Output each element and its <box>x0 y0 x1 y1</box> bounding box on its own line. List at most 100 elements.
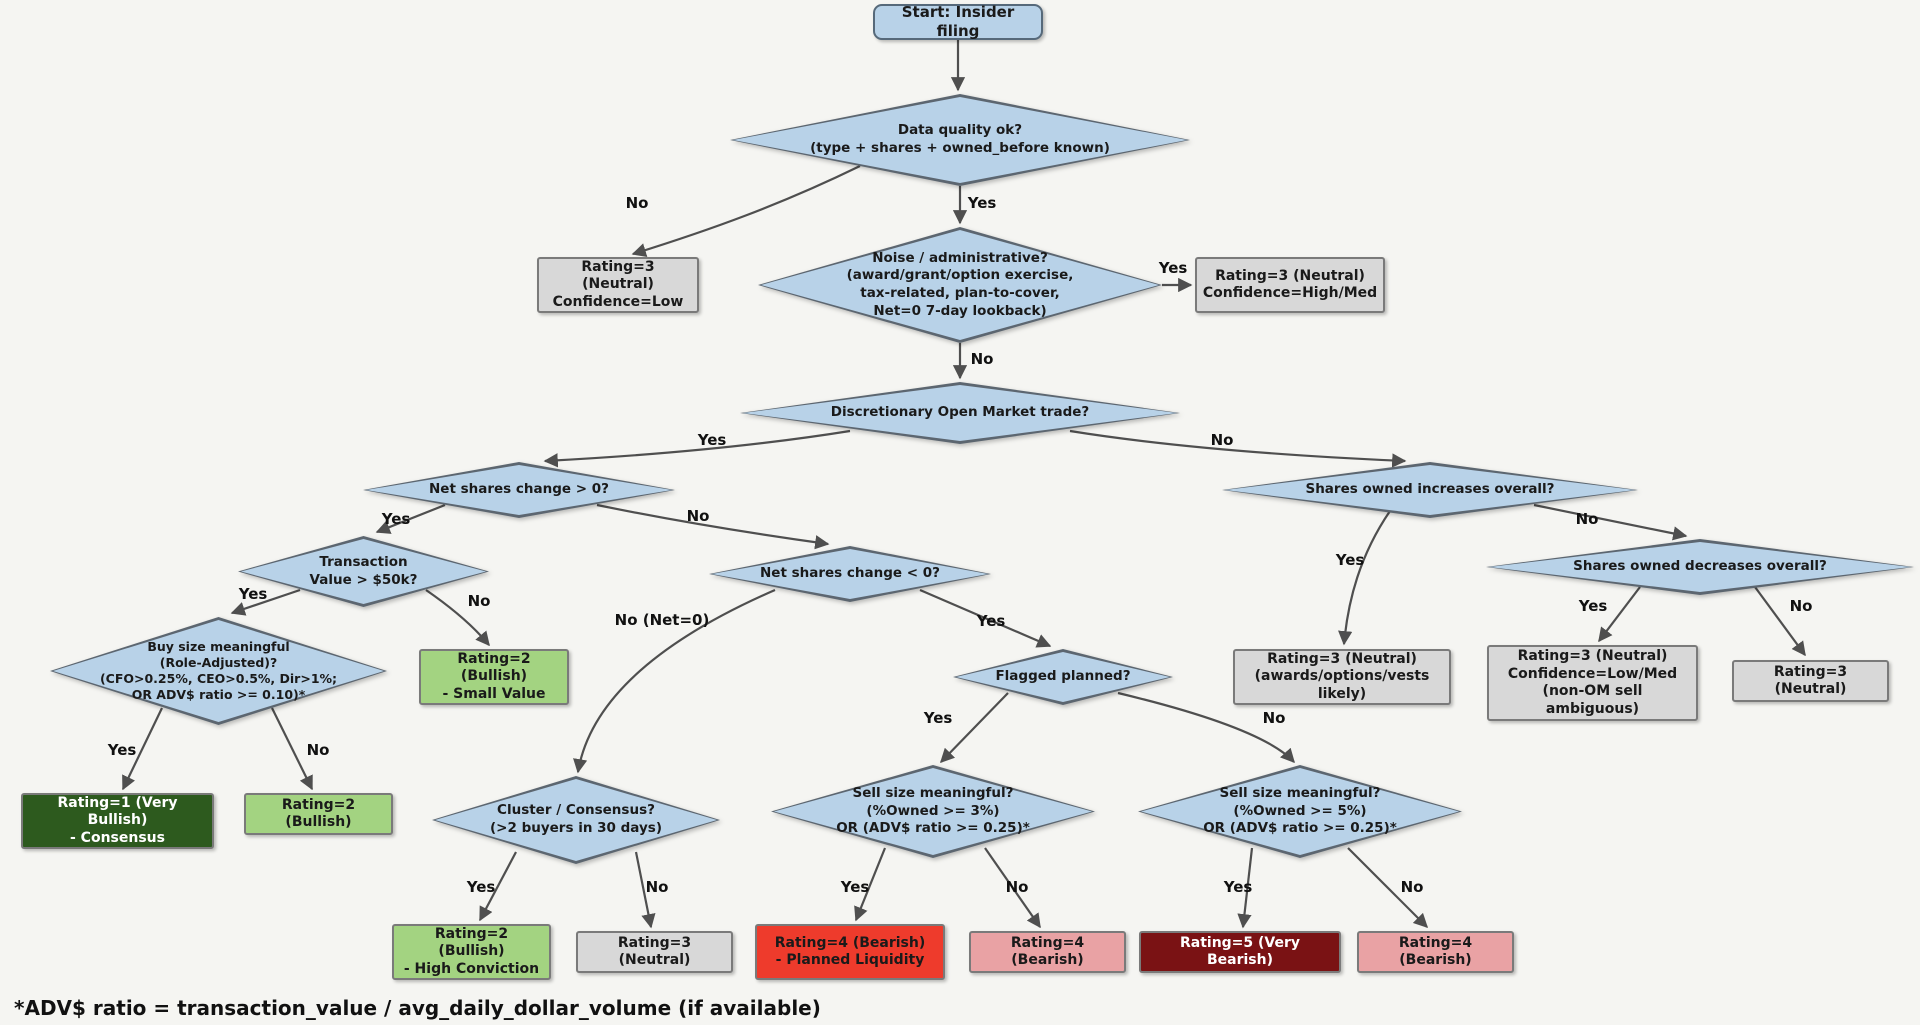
edge-label-txn-no: No <box>467 592 491 610</box>
decision-shares-dec-label: Shares owned decreases overall? <box>1573 558 1827 575</box>
decision-sell5-label: Sell size meaningful? (%Owned >= 5%) OR … <box>1203 785 1397 837</box>
start-node-label: Start: Insider filing <box>901 3 1015 40</box>
result-bearish-1: Rating=4 (Bearish) <box>969 931 1126 973</box>
result-label: Rating=3 (Neutral) Confidence=High/Med <box>1202 267 1378 302</box>
edge-label-sell3-no: No <box>1005 878 1029 896</box>
edge-label-cluster-no: No <box>645 878 669 896</box>
decision-shares-inc-label: Shares owned increases overall? <box>1305 481 1555 498</box>
edge-label-dataquality-no: No <box>625 194 649 212</box>
edge-netneg-no <box>573 588 776 774</box>
result-label: Rating=3 (Neutral) (awards/options/vests… <box>1254 650 1430 702</box>
result-bullish-small-value: Rating=2 (Bullish) - Small Value <box>419 649 569 705</box>
decision-sell3-label: Sell size meaningful? (%Owned >= 3%) OR … <box>836 785 1030 837</box>
edge-disc-no <box>1069 429 1407 468</box>
edge-netpos-no <box>596 503 830 550</box>
decision-net-pos-label: Net shares change > 0? <box>428 481 609 498</box>
result-neutral-awards: Rating=3 (Neutral) (awards/options/vests… <box>1233 649 1451 705</box>
edge-cluster-no <box>634 851 656 929</box>
decision-flagged-planned: Flagged planned? <box>953 649 1173 705</box>
result-neutral-confidence-low: Rating=3 (Neutral) Confidence=Low <box>537 257 699 313</box>
decision-shares-owned-increases: Shares owned increases overall? <box>1222 462 1638 518</box>
edge-flagged-no <box>1117 691 1295 764</box>
decision-cluster-consensus: Cluster / Consensus? (>2 buyers in 30 da… <box>432 776 720 864</box>
result-label: Rating=4 (Bearish) <box>1398 934 1473 969</box>
edge-cluster-yes <box>479 851 517 922</box>
edge-buysize-no <box>271 707 313 791</box>
edge-sharesdec-no <box>1754 586 1806 657</box>
edge-label-sharesinc-no: No <box>1575 510 1599 528</box>
edge-label-disc-no: No <box>1210 431 1234 449</box>
edge-disc-yes <box>543 429 851 468</box>
edge-label-netneg-yes: Yes <box>976 612 1006 630</box>
result-bearish-planned-liquidity: Rating=4 (Bearish) - Planned Liquidity <box>755 924 945 980</box>
edge-sell5-yes <box>1237 847 1254 929</box>
decision-data-quality: Data quality ok? (type + shares + owned_… <box>730 94 1190 186</box>
result-neutral-confidence-highmed: Rating=3 (Neutral) Confidence=High/Med <box>1195 257 1385 313</box>
result-neutral-confidence-lowmed: Rating=3 (Neutral) Confidence=Low/Med (n… <box>1487 645 1698 721</box>
edge-dataquality-no <box>631 165 861 257</box>
edge-flagged-yes <box>940 692 1009 764</box>
result-label: Rating=4 (Bearish) <box>1010 934 1085 969</box>
edge-label-netpos-no: No <box>686 507 710 525</box>
decision-shares-owned-decreases: Shares owned decreases overall? <box>1486 539 1914 595</box>
edge-txn-yes <box>230 588 301 616</box>
result-label: Rating=3 (Neutral) Confidence=Low/Med (n… <box>1507 648 1678 717</box>
decision-data-quality-label: Data quality ok? (type + shares + owned_… <box>810 122 1110 156</box>
result-very-bearish: Rating=5 (Very Bearish) <box>1139 931 1341 973</box>
result-label: Rating=5 (Very Bearish) <box>1179 934 1301 969</box>
edge-label-txn-yes: Yes <box>238 585 268 603</box>
edge-label-cluster-yes: Yes <box>466 878 496 896</box>
edge-buysize-yes <box>122 707 163 791</box>
edge-label-netneg-no-net0: No (Net=0) <box>614 611 710 629</box>
decision-noise-label: Noise / administrative? (award/grant/opt… <box>846 249 1074 319</box>
result-bearish-2: Rating=4 (Bearish) <box>1357 931 1514 973</box>
edge-label-buysize-no: No <box>306 741 330 759</box>
result-bullish: Rating=2 (Bullish) <box>244 793 393 835</box>
edge-label-netpos-yes: Yes <box>381 510 411 528</box>
edge-label-sell3-yes: Yes <box>840 878 870 896</box>
edge-sell3-no <box>984 847 1041 929</box>
result-label: Rating=2 (Bullish) <box>281 796 356 831</box>
edge-sell3-yes <box>854 847 887 922</box>
decision-discretionary-label: Discretionary Open Market trade? <box>830 404 1090 421</box>
edge-label-dataquality-yes: Yes <box>967 194 997 212</box>
result-label: Rating=3 (Neutral) Confidence=Low <box>552 258 684 310</box>
edge-netpos-yes <box>375 503 446 534</box>
decision-txn-value-label: Transaction Value > $50k? <box>309 553 418 588</box>
result-neutral-right: Rating=3 (Neutral) <box>1732 660 1889 702</box>
decision-buy-size-meaningful: Buy size meaningful (Role-Adjusted)? (CF… <box>50 617 387 725</box>
decision-transaction-value: Transaction Value > $50k? <box>238 536 489 607</box>
edge-sell5-no <box>1347 847 1429 929</box>
edge-label-sharesdec-yes: Yes <box>1578 597 1608 615</box>
result-label: Rating=2 (Bullish) - Small Value <box>442 650 546 702</box>
decision-net-shares-positive: Net shares change > 0? <box>363 462 675 518</box>
edge-label-sell5-no: No <box>1400 878 1424 896</box>
result-label: Rating=3 (Neutral) <box>1773 663 1848 698</box>
result-label: Rating=1 (Very Bullish) - Consensus <box>57 794 178 846</box>
decision-net-neg-label: Net shares change < 0? <box>759 565 940 582</box>
edge-txn-no <box>425 589 490 647</box>
edge-sharesinc-no <box>1533 503 1688 541</box>
edge-label-noise-yes: Yes <box>1158 259 1188 277</box>
result-label: Rating=2 (Bullish) - High Conviction <box>403 925 540 977</box>
footnote-adv-ratio: *ADV$ ratio = transaction_value / avg_da… <box>14 996 821 1020</box>
edge-label-flagged-no: No <box>1262 709 1286 727</box>
edge-sharesdec-yes <box>1598 586 1641 643</box>
edge-netneg-yes <box>919 588 1052 648</box>
edge-label-flagged-yes: Yes <box>923 709 953 727</box>
result-neutral-bottom: Rating=3 (Neutral) <box>576 931 733 973</box>
decision-buy-size-label: Buy size meaningful (Role-Adjusted)? (CF… <box>99 638 338 703</box>
start-node: Start: Insider filing <box>873 3 1043 40</box>
decision-cluster-label: Cluster / Consensus? (>2 buyers in 30 da… <box>490 802 662 836</box>
decision-discretionary-open-market: Discretionary Open Market trade? <box>740 382 1180 444</box>
result-very-bullish-consensus: Rating=1 (Very Bullish) - Consensus <box>21 793 214 849</box>
result-label: Rating=3 (Neutral) <box>617 934 692 969</box>
decision-sell-size-3pct: Sell size meaningful? (%Owned >= 3%) OR … <box>771 765 1095 858</box>
decision-noise-administrative: Noise / administrative? (award/grant/opt… <box>758 227 1162 343</box>
edge-sharesinc-yes <box>1338 510 1391 646</box>
edge-label-noise-no: No <box>970 350 994 368</box>
edge-label-disc-yes: Yes <box>697 431 727 449</box>
edge-label-buysize-yes: Yes <box>107 741 137 759</box>
